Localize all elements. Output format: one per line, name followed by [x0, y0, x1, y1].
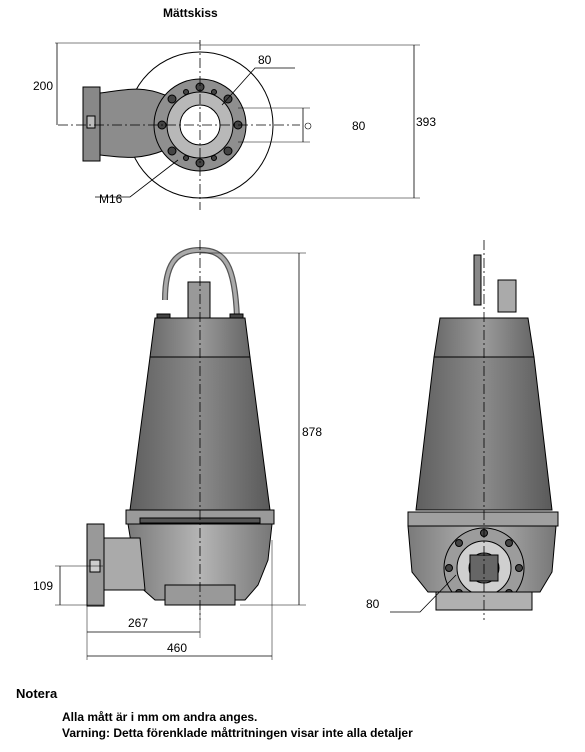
dim-outlet-80: 80	[352, 119, 366, 133]
drawing-title: Mättskiss	[163, 6, 218, 20]
bolt-holes	[157, 82, 243, 168]
bolt-label: M16	[99, 192, 123, 206]
front-dim-80: 80	[366, 597, 380, 611]
dim-109: 109	[33, 579, 53, 593]
top-view	[55, 40, 420, 210]
note-line-1: Alla mått är i mm om andra anges.	[62, 710, 258, 724]
notes-heading: Notera	[16, 686, 58, 701]
dim-393: 393	[416, 115, 436, 129]
dim-200: 200	[33, 79, 53, 93]
dim-460: 460	[167, 641, 187, 655]
front-view	[390, 240, 559, 620]
note-line-2: Varning: Detta förenklade måttritningen …	[62, 726, 413, 740]
dim-878: 878	[302, 425, 322, 439]
side-view	[55, 240, 306, 660]
dim-267: 267	[128, 616, 148, 630]
dim-flange-80: 80	[258, 53, 272, 67]
